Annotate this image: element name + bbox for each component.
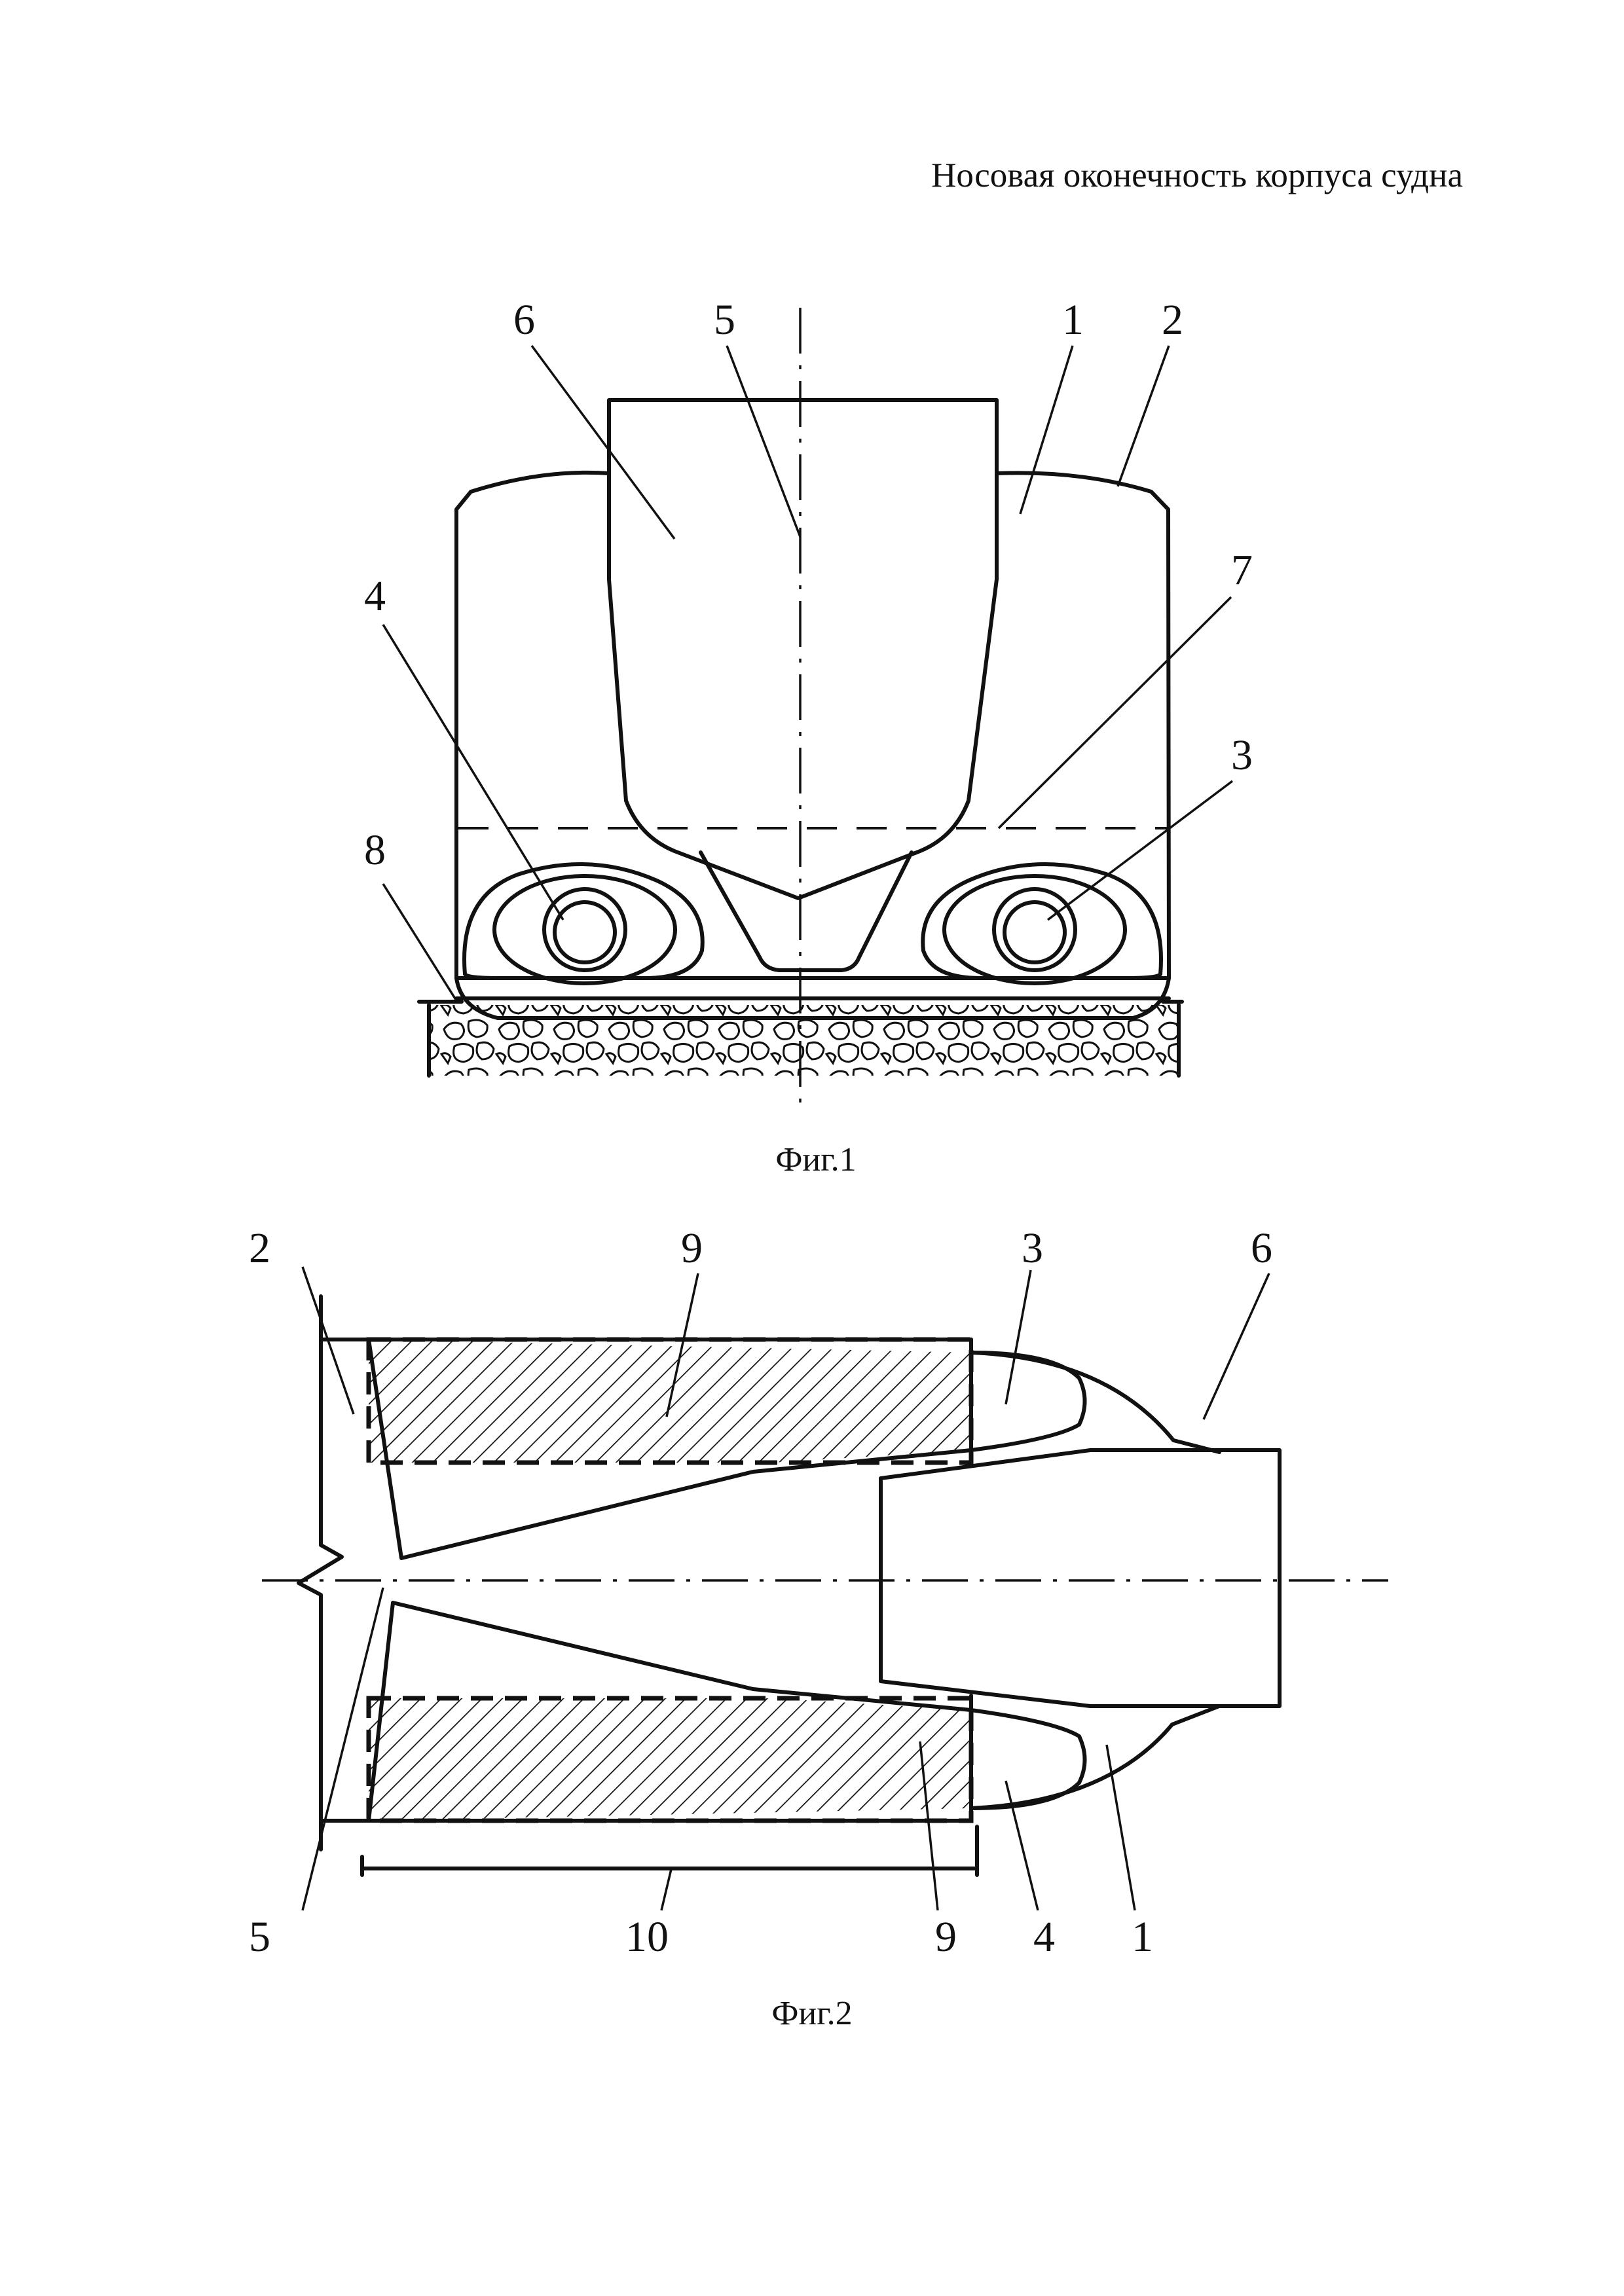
break-line	[297, 1294, 344, 1851]
hull-outline	[454, 470, 1171, 1020]
fig1-label-6: 6	[513, 296, 535, 344]
fig1-label-8: 8	[364, 826, 386, 874]
fig1-label-3: 3	[1231, 731, 1253, 779]
page-title: Носовая оконечность корпуса судна	[931, 156, 1463, 194]
ice-edges	[427, 1003, 1181, 1078]
fig2-label-10: 10	[625, 1913, 669, 1961]
propulsor-left	[462, 862, 705, 985]
ice-bed	[429, 1005, 1179, 1076]
bow-outline-lower	[969, 1704, 1221, 1810]
propulsor-right	[921, 862, 1163, 985]
fig1-label-1: 1	[1062, 296, 1084, 344]
hatched-zone-lower	[369, 1698, 971, 1821]
fig1-label-5: 5	[714, 296, 735, 344]
figure-1: 6 5 1 2 4 7 3 8 Фиг.1	[364, 296, 1253, 1178]
zone-outline-upper	[366, 1337, 974, 1465]
zone-outline-lower	[366, 1696, 974, 1823]
fig1-caption: Фиг.1	[775, 1141, 856, 1178]
fig2-caption: Фиг.2	[771, 1995, 852, 2032]
fig2-label-3: 3	[1022, 1224, 1043, 1272]
bow-outline-upper	[969, 1351, 1221, 1454]
fig2-label-5: 5	[249, 1913, 270, 1961]
fig2-label-1: 1	[1132, 1913, 1153, 1961]
fig2-label-9-top: 9	[681, 1224, 703, 1272]
bow-keel-body	[607, 398, 999, 900]
fig2-label-4: 4	[1033, 1913, 1055, 1961]
figure-2: 2 9 3 6 5 10 9 4 1 Фиг.2	[249, 1224, 1388, 2032]
fig2-label-6: 6	[1251, 1224, 1272, 1272]
stem-block	[879, 1448, 1282, 1708]
fig1-label-2: 2	[1162, 296, 1183, 344]
stem-lower	[699, 850, 913, 972]
fig1-label-4: 4	[364, 572, 386, 620]
nacelle-upper	[969, 1351, 1087, 1452]
dimension-line	[360, 1825, 979, 1877]
fig2-label-9-bottom: 9	[935, 1913, 957, 1961]
fig2-label-2: 2	[249, 1224, 270, 1272]
nacelle-lower	[969, 1708, 1087, 1810]
fig1-label-7: 7	[1231, 546, 1253, 594]
